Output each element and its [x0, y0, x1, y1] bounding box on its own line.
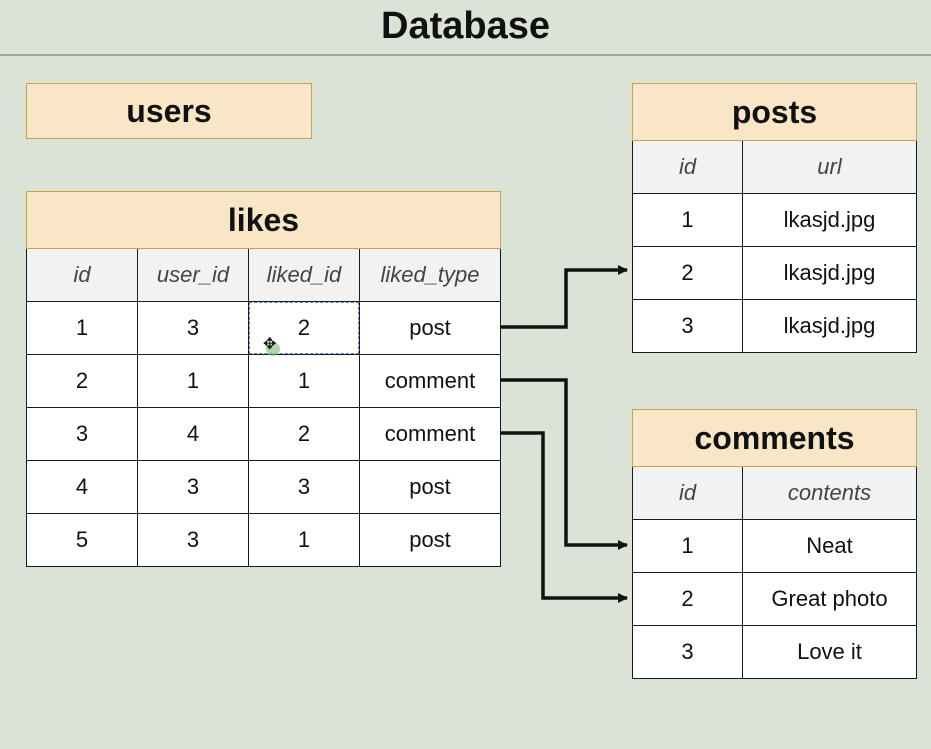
table-row: 3 lkasjd.jpg [632, 299, 917, 353]
comments-header-row: id contents [632, 466, 917, 520]
table-cell[interactable]: 5 [26, 513, 138, 567]
comments-table-title[interactable]: comments [632, 409, 917, 467]
page-title: Database [0, 0, 931, 56]
table-row: 1 3 2 ✥ post [26, 301, 501, 356]
table-cell[interactable]: 4 [137, 407, 249, 461]
selected-table-cell[interactable]: 2 ✥ [248, 301, 360, 356]
table-row: 1 Neat [632, 519, 917, 573]
column-header[interactable]: id [632, 140, 743, 194]
table-row: 1 lkasjd.jpg [632, 193, 917, 247]
column-header[interactable]: liked_id [248, 248, 360, 302]
table-cell[interactable]: comment [359, 354, 501, 408]
table-cell[interactable]: lkasjd.jpg [742, 193, 917, 247]
table-row: 2 1 1 comment [26, 354, 501, 408]
users-table-header[interactable]: users [26, 83, 312, 139]
table-cell[interactable]: Neat [742, 519, 917, 573]
table-cell[interactable]: 1 [632, 193, 743, 247]
posts-table[interactable]: posts id url 1 lkasjd.jpg 2 lkasjd.jpg 3… [632, 83, 917, 353]
table-cell[interactable]: Love it [742, 625, 917, 679]
arrow-like2-to-comment1[interactable] [501, 378, 628, 550]
table-cell[interactable]: 2 [632, 246, 743, 300]
table-row: 5 3 1 post [26, 513, 501, 567]
table-cell[interactable]: 2 [26, 354, 138, 408]
table-cell[interactable]: 1 [632, 519, 743, 573]
column-header[interactable]: liked_type [359, 248, 501, 302]
table-cell[interactable]: 2 [248, 407, 360, 461]
table-cell[interactable]: post [359, 301, 501, 355]
table-cell[interactable]: 3 [137, 460, 249, 514]
table-cell[interactable]: lkasjd.jpg [742, 299, 917, 353]
table-row: 3 Love it [632, 625, 917, 679]
table-cell[interactable]: 1 [26, 301, 138, 355]
table-cell[interactable]: 4 [26, 460, 138, 514]
table-cell[interactable]: 3 [137, 301, 249, 355]
comments-table[interactable]: comments id contents 1 Neat 2 Great phot… [632, 409, 917, 679]
table-cell[interactable]: 1 [137, 354, 249, 408]
likes-table[interactable]: likes id user_id liked_id liked_type 1 3… [26, 191, 501, 567]
table-row: 2 lkasjd.jpg [632, 246, 917, 300]
table-cell[interactable]: post [359, 513, 501, 567]
table-cell[interactable]: 3 [26, 407, 138, 461]
column-header[interactable]: id [26, 248, 138, 302]
table-cell[interactable]: 1 [248, 354, 360, 408]
table-cell[interactable]: lkasjd.jpg [742, 246, 917, 300]
table-cell[interactable]: 3 [137, 513, 249, 567]
column-header[interactable]: url [742, 140, 917, 194]
cursor-highlight [266, 342, 280, 356]
table-row: 4 3 3 post [26, 460, 501, 514]
table-cell[interactable]: 3 [248, 460, 360, 514]
posts-header-row: id url [632, 140, 917, 194]
posts-table-title[interactable]: posts [632, 83, 917, 141]
table-cell[interactable]: post [359, 460, 501, 514]
table-cell[interactable]: 3 [632, 625, 743, 679]
table-cell[interactable]: 3 [632, 299, 743, 353]
table-row: 3 4 2 comment [26, 407, 501, 461]
column-header[interactable]: contents [742, 466, 917, 520]
column-header[interactable]: user_id [137, 248, 249, 302]
arrow-like3-to-comment2[interactable] [501, 431, 628, 603]
arrow-like1-to-post2[interactable] [501, 265, 628, 329]
table-cell[interactable]: 2 [632, 572, 743, 626]
table-cell[interactable]: Great photo [742, 572, 917, 626]
column-header[interactable]: id [632, 466, 743, 520]
move-cursor-icon: ✥ [263, 336, 277, 353]
table-row: 2 Great photo [632, 572, 917, 626]
likes-table-title[interactable]: likes [26, 191, 501, 249]
likes-header-row: id user_id liked_id liked_type [26, 248, 501, 302]
table-cell[interactable]: 1 [248, 513, 360, 567]
table-cell-value: 2 [297, 315, 311, 340]
table-cell[interactable]: comment [359, 407, 501, 461]
